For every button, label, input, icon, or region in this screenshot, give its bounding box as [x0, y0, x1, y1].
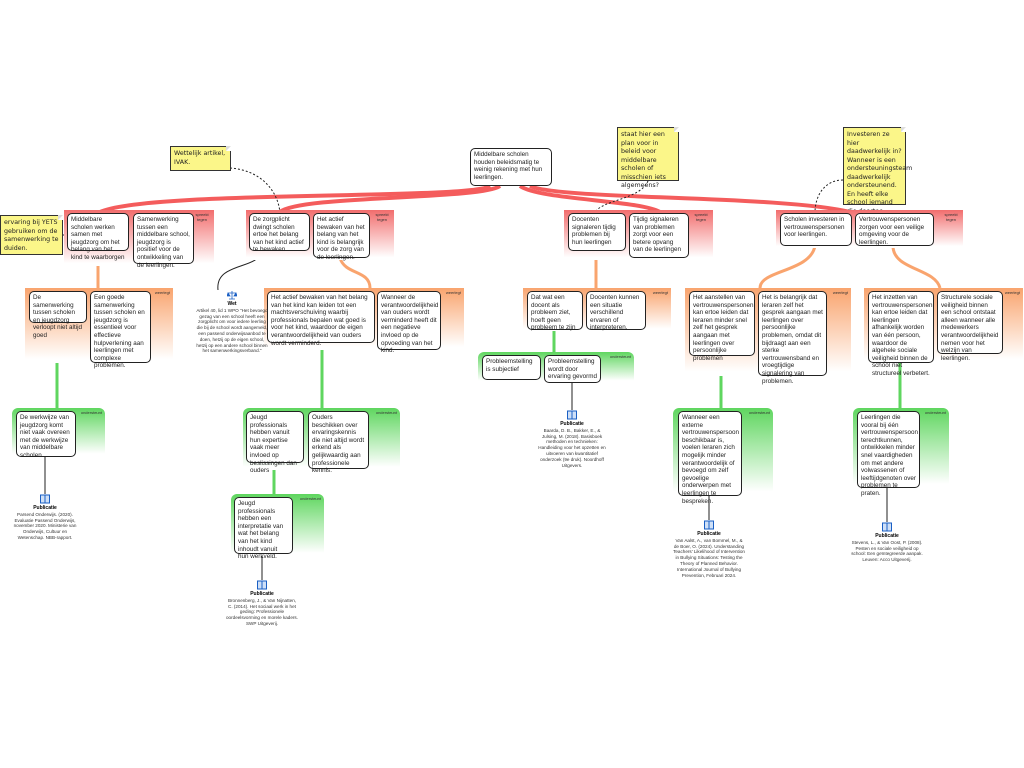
rebuttal-box[interactable]: Wanneer de verantwoordelijkheid van oude… [377, 291, 441, 354]
relation-label: spreekt tegen [375, 212, 389, 222]
rebuttal-box[interactable]: De samenwerking tussen scholen en jeugdz… [29, 291, 87, 339]
publication-title: Publicatie [560, 421, 584, 427]
relation-label: ondersteunt [924, 410, 946, 415]
publication-text: Stevens, L., & Van Oost, P. (2008). Pest… [851, 539, 923, 563]
publication-source[interactable]: Publicatie Baarda, D. B., Bakker, E., & … [536, 410, 608, 468]
rebuttal-box[interactable]: Structurele sociale veiligheid binnen ee… [937, 291, 1003, 362]
relation-label: spreekt tegen [195, 212, 209, 222]
book-icon [882, 522, 892, 532]
objection-box[interactable]: Vertrouwenspersonen zorgen voor een veil… [855, 213, 934, 246]
note-wettelijk[interactable]: Wettelijk artikel, IVAK. [170, 146, 231, 171]
support-box[interactable]: De werkwijze van jeugdzorg komt niet vaa… [16, 411, 76, 459]
rebuttal-box[interactable]: Docenten kunnen een situatie verschillen… [586, 291, 646, 331]
relation-label: weerlegt [445, 290, 461, 295]
relation-label: ondersteunt [80, 410, 102, 415]
main-claim[interactable]: Middelbare scholen houden beleidsmatig t… [470, 148, 552, 186]
book-icon [567, 410, 577, 420]
book-icon [257, 580, 267, 590]
support-box[interactable]: Ouders beschikken over ervaringskennis d… [308, 411, 369, 474]
note-plan[interactable]: staat hier een plan voor in beleid voor … [617, 127, 679, 189]
book-icon [40, 494, 50, 504]
publication-title: Publicatie [250, 591, 274, 597]
support-box[interactable]: Jeugd professionals hebben vanuit hun ex… [246, 411, 304, 474]
book-icon [704, 520, 714, 530]
law-text: Artikel 40, lid 1 WPO "Het bevoegd gezag… [196, 307, 268, 354]
publication-text: Bronnenberg, J., & Van Nijnatten, C. (20… [226, 597, 299, 626]
objection-box[interactable]: Samenwerking tussen een middelbare schoo… [133, 213, 194, 269]
relation-label: spreekt tegen [944, 212, 958, 222]
relation-label: weerlegt [652, 290, 668, 295]
objection-box[interactable]: Docenten signaleren tijdig problemen bij… [568, 213, 626, 251]
rebuttal-box[interactable]: Het inzetten van vertrouwenspersonen kan… [868, 291, 934, 377]
relation-label: ondersteunt [375, 410, 397, 415]
publication-text: Parsend Onderwijs. (2020). Evaluatie Pas… [13, 511, 77, 540]
rebuttal-box[interactable]: Het is belangrijk dat leraren zelf het g… [758, 291, 827, 385]
publication-text: Baarda, D. B., Bakker, E., & Julsing, M.… [538, 427, 606, 468]
law-title: Wet [227, 301, 237, 307]
relation-label: spreekt tegen [694, 212, 708, 222]
publication-source[interactable]: Publicatie Stevens, L., & Van Oost, P. (… [851, 522, 923, 563]
publication-title: Publicatie [697, 531, 721, 537]
rebuttal-box[interactable]: Het aanstellen van vertrouwenspersonen k… [689, 291, 755, 362]
publication-source[interactable]: Publicatie Van Aalst, A., van Bommel, M.… [673, 520, 745, 578]
publication-source[interactable]: Publicatie Bronnenberg, J., & Van Nijnat… [226, 580, 298, 627]
objection-box[interactable]: Middelbare scholen werken samen met jeug… [67, 213, 129, 261]
rebuttal-box[interactable]: Dat wat een docent als probleem ziet, ho… [527, 291, 583, 331]
publication-text: Van Aalst, A., van Bommel, M., & de Boer… [673, 537, 745, 578]
relation-label: weerlegt [154, 290, 170, 295]
support-box[interactable]: Jeugd professionals hebben een interpret… [234, 497, 293, 560]
red-connectors [99, 184, 851, 214]
note-ervaring[interactable]: ervaring bij YETS gebruiken om de samenw… [0, 215, 63, 255]
relation-label: weerlegt [832, 290, 848, 295]
rebuttal-box[interactable]: Een goede samenwerking tussen scholen en… [90, 291, 151, 369]
scales-icon [227, 291, 237, 300]
objection-box[interactable]: Tijdig signaleren van problemen zorgt vo… [629, 213, 689, 258]
relation-label: ondersteunt [299, 496, 321, 501]
rebuttal-box[interactable]: Het actief bewaken van het belang van he… [267, 291, 375, 347]
objection-box[interactable]: De zorgplicht dwingt scholen ertoe het b… [249, 213, 310, 253]
publication-title: Publicatie [33, 505, 57, 511]
law-source[interactable]: Wet Artikel 40, lid 1 WPO "Het bevoegd g… [196, 290, 268, 354]
publication-title: Publicatie [875, 533, 899, 539]
orange-connectors [96, 245, 942, 289]
publication-source[interactable]: Publicatie Parsend Onderwijs. (2020). Ev… [9, 494, 81, 541]
relation-label: ondersteunt [609, 354, 631, 359]
support-box[interactable]: Leerlingen die vooral bij één vertrouwen… [857, 411, 920, 497]
support-box[interactable]: Wanneer een externe vertrouwenspersoon b… [678, 411, 742, 505]
relation-label: ondersteunt [748, 410, 770, 415]
objection-box[interactable]: Scholen investeren in vertrouwenspersone… [780, 213, 852, 246]
support-box[interactable]: Probleemstelling wordt door ervaring gev… [544, 355, 601, 383]
objection-box[interactable]: Het actief bewaken van het belang van he… [313, 213, 370, 261]
support-box[interactable]: Probleemstelling is subjectief [482, 355, 541, 380]
relation-label: weerlegt [1004, 290, 1020, 295]
note-investeren[interactable]: Investeren ze hier daadwerkelijk in? Wan… [843, 127, 912, 223]
